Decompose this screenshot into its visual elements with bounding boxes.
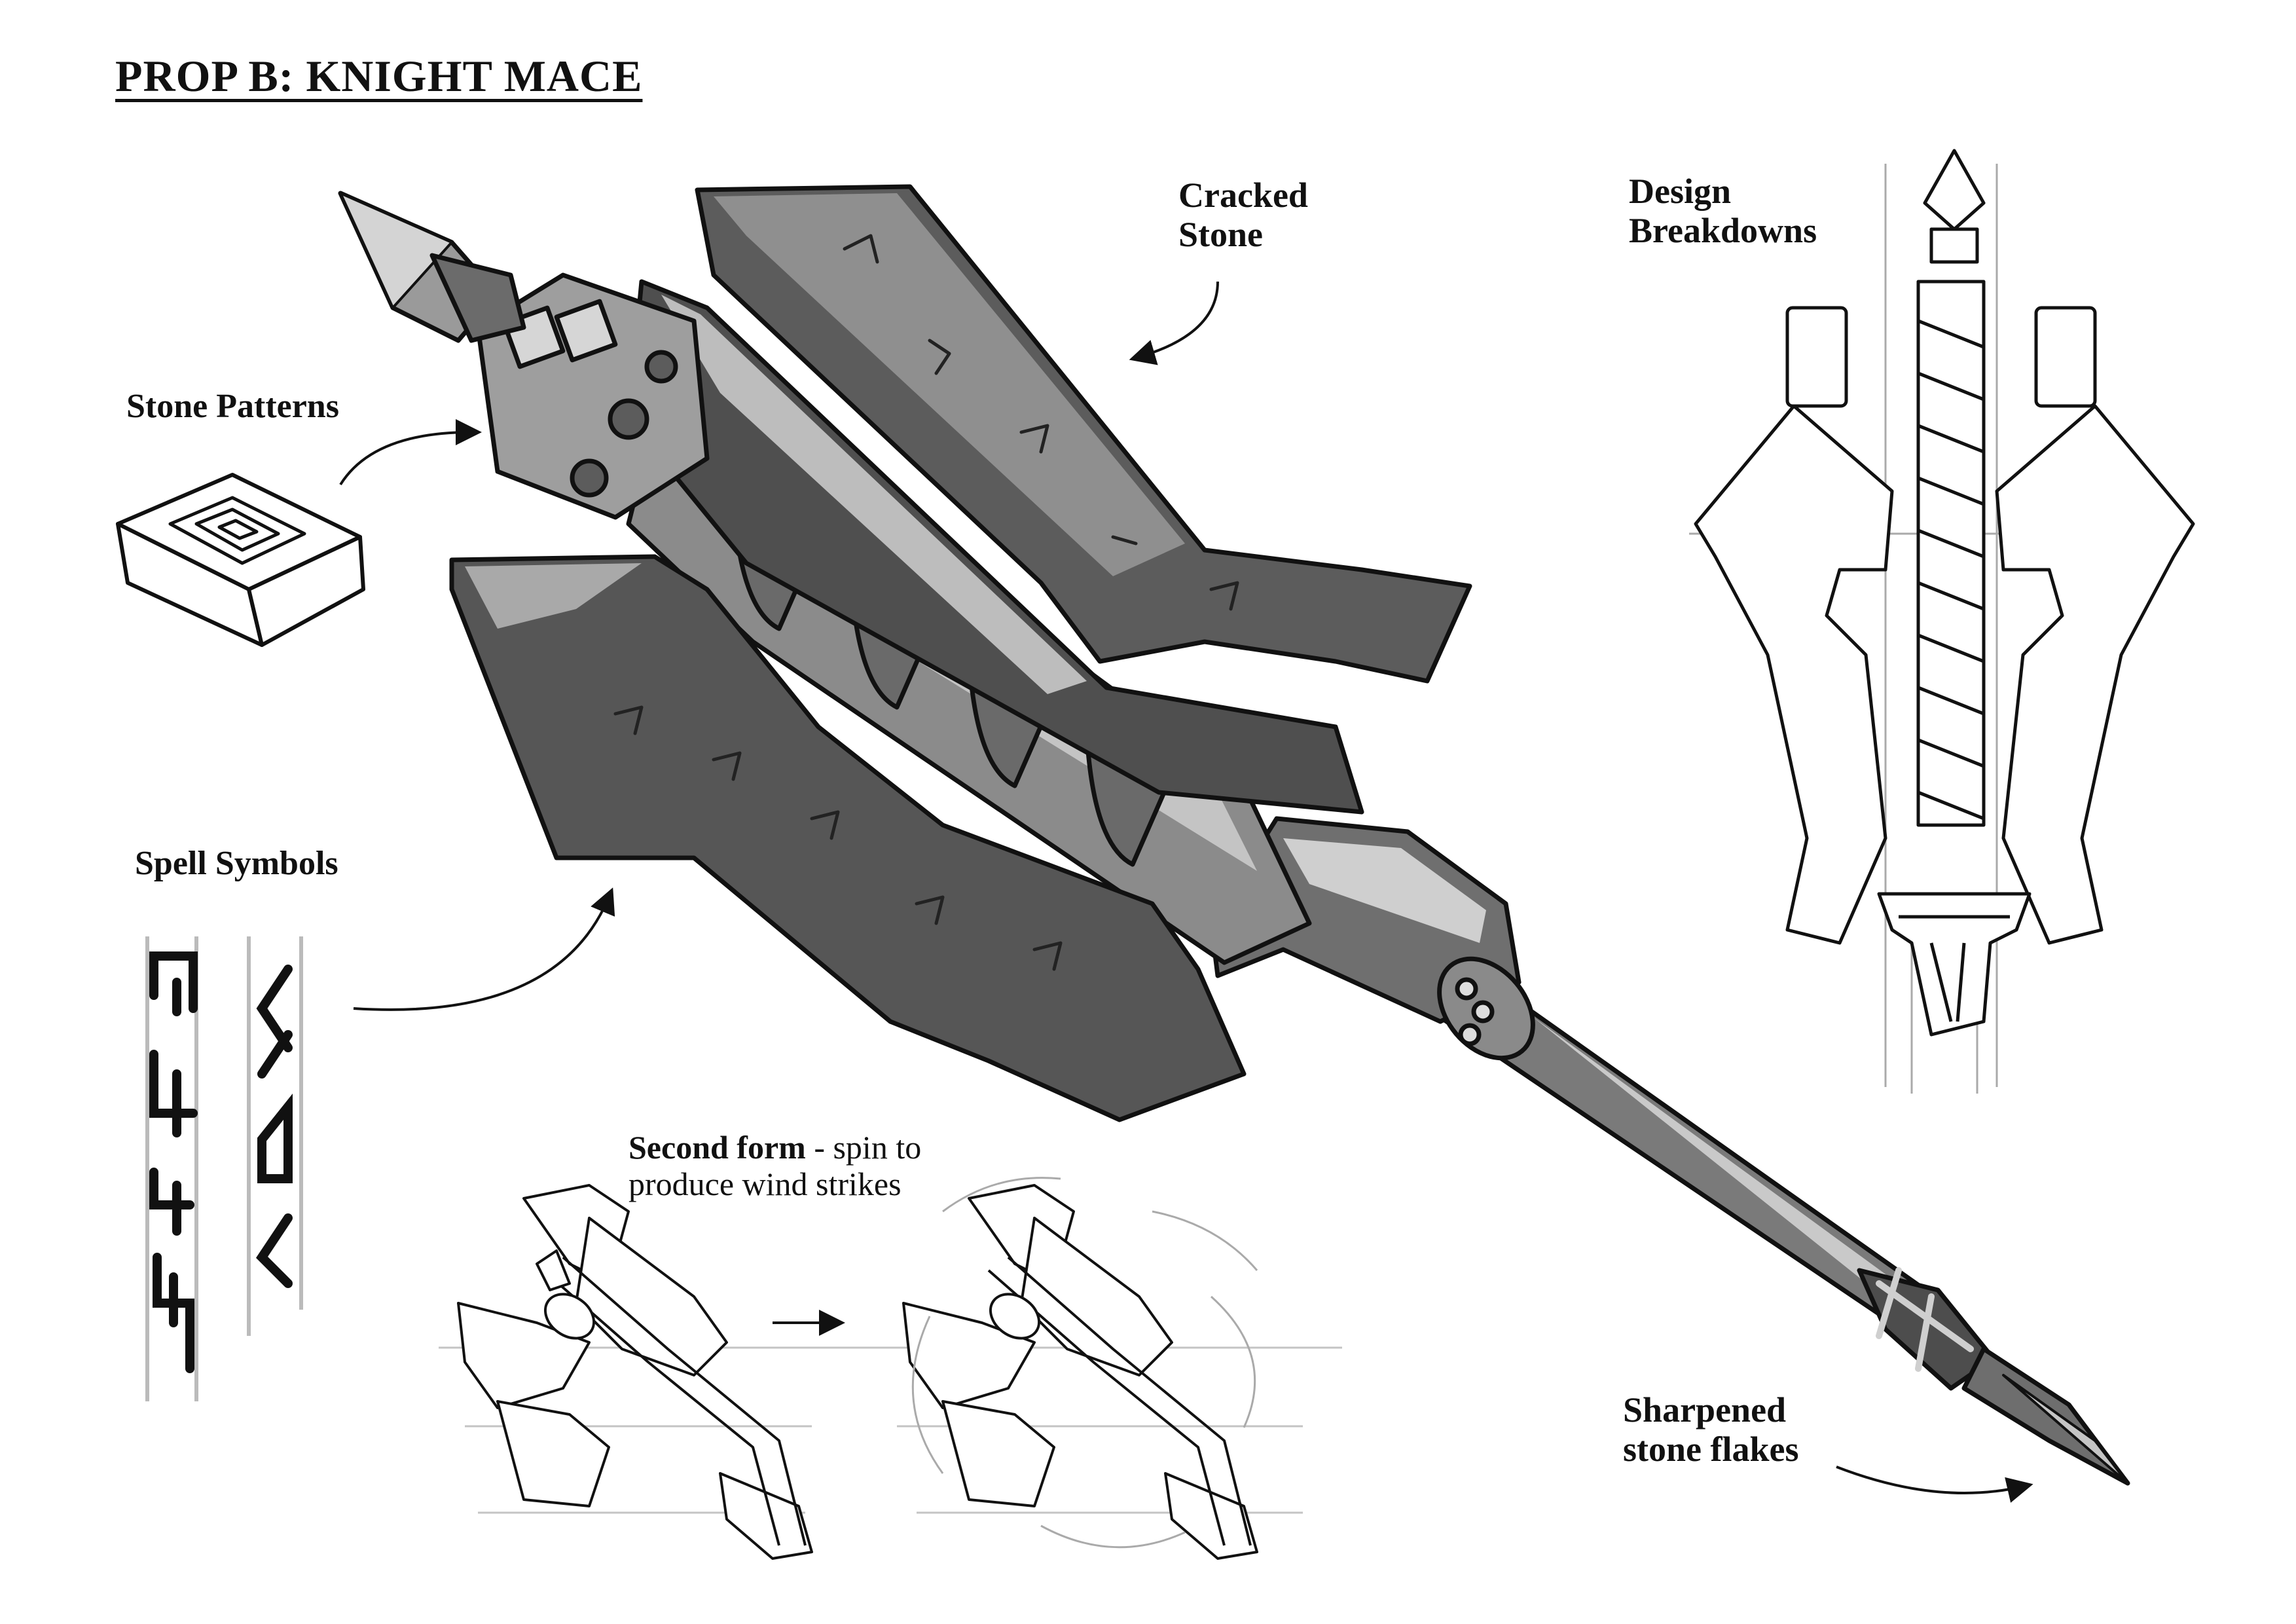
mace-pommel-spike bbox=[1961, 1346, 2130, 1486]
mace-head-cap bbox=[475, 272, 710, 520]
cracked-stone-label-line1: Cracked bbox=[1178, 175, 1308, 215]
main-mace-illustration bbox=[338, 184, 2130, 1486]
mace-blade-upper bbox=[695, 184, 1472, 684]
sharpened-label-line2: stone flakes bbox=[1623, 1430, 1799, 1469]
wind-strike-swirls bbox=[911, 1177, 1258, 1549]
second-form-sketch-2 bbox=[902, 1184, 1258, 1560]
cracked-stone-label: Cracked Stone bbox=[1178, 175, 1308, 255]
spell-symbols-label: Spell Symbols bbox=[135, 845, 338, 882]
second-form-label-rest2: produce wind strikes bbox=[629, 1166, 902, 1202]
sharpened-stone-flakes-label: Sharpened stone flakes bbox=[1623, 1390, 1799, 1469]
second-form-sketch-1 bbox=[457, 1184, 813, 1560]
sharpened-label-line1: Sharpened bbox=[1623, 1390, 1787, 1430]
cracked-stone-label-line2: Stone bbox=[1178, 215, 1264, 255]
mace-blade-lower bbox=[449, 554, 1247, 1122]
second-form-label-bold: Second form bbox=[629, 1129, 806, 1166]
page-title: PROP B: KNIGHT MACE bbox=[115, 51, 643, 101]
mace-collar bbox=[1209, 816, 1535, 1061]
design-breakdowns-label-line2: Breakdowns bbox=[1629, 211, 1817, 251]
mace-top-spike bbox=[338, 191, 526, 343]
stone-pattern-block bbox=[116, 473, 365, 647]
second-form-label-rest1: - spin to bbox=[805, 1129, 922, 1166]
second-form-sketches bbox=[439, 1177, 1342, 1560]
spell-symbols-arrow bbox=[353, 887, 615, 1011]
stone-patterns-label: Stone Patterns bbox=[126, 388, 339, 425]
sharpened-arrow bbox=[1836, 1466, 2033, 1503]
design-breakdown-diagram bbox=[1689, 149, 2195, 1094]
spell-symbols-glyphs bbox=[145, 936, 303, 1401]
design-breakdowns-label: Design Breakdowns bbox=[1629, 172, 1817, 251]
second-form-label: Second form - spin to produce wind strik… bbox=[629, 1129, 921, 1202]
stone-patterns-arrow bbox=[339, 419, 482, 486]
cracked-stone-arrow bbox=[1129, 281, 1219, 365]
design-breakdowns-label-line1: Design bbox=[1629, 172, 1732, 211]
